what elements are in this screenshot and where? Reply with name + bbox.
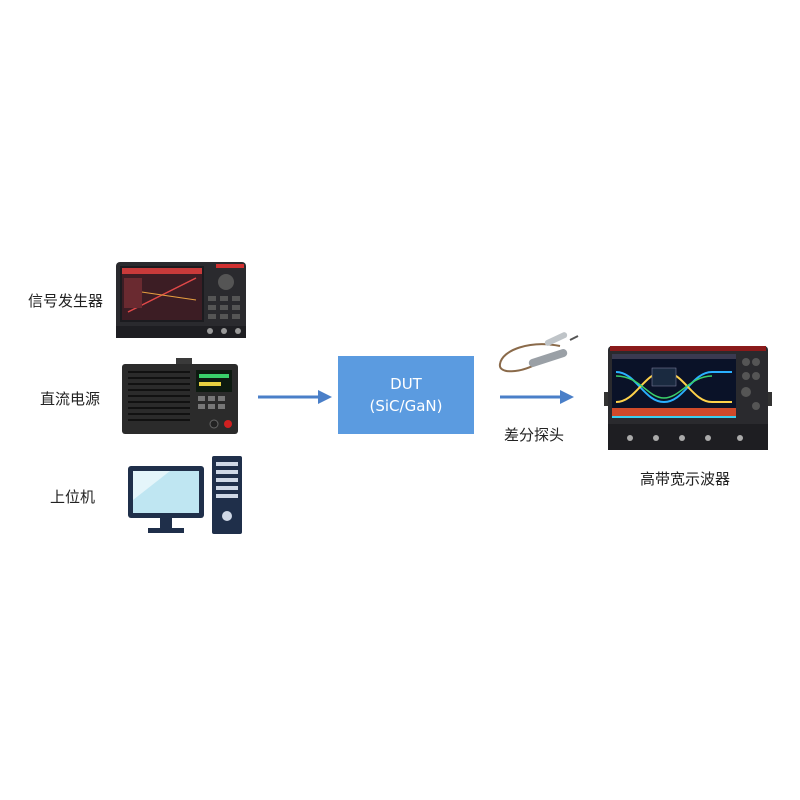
signal-generator-icon xyxy=(116,262,246,338)
host-pc-label: 上位机 xyxy=(50,488,96,506)
oscilloscope-label: 高带宽示波器 xyxy=(640,470,731,488)
differential-probe-icon xyxy=(498,332,579,373)
dut-subtitle: (SiC/GaN) xyxy=(369,397,443,415)
dut-title: DUT xyxy=(390,375,422,393)
output-arrow xyxy=(500,390,574,404)
power-supply-label: 直流电源 xyxy=(40,390,101,408)
dut-box: DUT (SiC/GaN) xyxy=(338,356,474,434)
input-arrow xyxy=(258,390,332,404)
pc-tower-icon xyxy=(212,456,242,534)
probe-label: 差分探头 xyxy=(504,426,565,444)
signal-generator-label: 信号发生器 xyxy=(28,292,104,310)
oscilloscope-icon xyxy=(604,346,772,450)
power-supply-icon xyxy=(122,358,238,434)
computer-monitor-icon xyxy=(128,466,204,533)
